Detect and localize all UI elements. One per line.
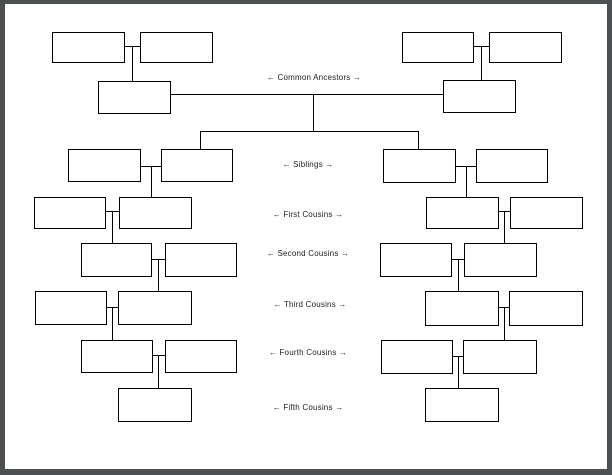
connector-line	[313, 94, 314, 131]
connector-line	[458, 259, 459, 291]
box-sibling-left-2	[161, 149, 233, 182]
connector-line	[458, 356, 459, 388]
connector-line	[504, 211, 505, 243]
box-fourth-cousin-left-2	[165, 340, 237, 373]
box-first-cousin-right-1	[426, 197, 499, 229]
box-sibling-right-2	[476, 149, 548, 183]
label-fifth-cousins: ← Fifth Cousins →	[272, 403, 344, 412]
box-sibling-left-1	[68, 149, 141, 182]
box-second-cousin-left-2	[165, 243, 237, 277]
box-sibling-right-1	[383, 149, 456, 183]
label-third-cousins: ← Third Cousins →	[273, 300, 347, 309]
box-first-cousin-left-1	[34, 197, 106, 229]
box-first-cousin-right-2	[510, 197, 583, 229]
connector-line	[158, 355, 159, 388]
box-fourth-cousin-left-1	[81, 340, 153, 373]
box-right-ancestor-2	[489, 32, 562, 63]
connector-line	[171, 94, 443, 95]
connector-line	[153, 355, 165, 356]
label-siblings: ← Siblings →	[282, 160, 334, 169]
connector-line	[200, 131, 201, 150]
box-right-ancestor-1	[402, 32, 474, 63]
box-first-cousin-left-2	[119, 197, 192, 229]
connector-line	[158, 259, 159, 291]
connector-line	[151, 166, 152, 197]
box-right-parent	[443, 80, 516, 113]
connector-line	[200, 131, 419, 132]
box-fifth-cousin-right	[425, 388, 499, 422]
connector-line	[132, 46, 133, 81]
label-first-cousins: ← First Cousins →	[272, 210, 344, 219]
label-fourth-cousins: ← Fourth Cousins →	[268, 348, 348, 357]
label-common-ancestors: ← Common Ancestors →	[266, 73, 362, 82]
box-fourth-cousin-right-2	[463, 340, 537, 374]
connector-line	[466, 166, 467, 197]
box-third-cousin-left-1	[35, 291, 107, 325]
connector-line	[504, 307, 505, 340]
box-left-ancestor-1	[52, 32, 125, 63]
box-third-cousin-right-2	[509, 291, 583, 326]
box-third-cousin-left-2	[118, 291, 192, 325]
box-fifth-cousin-left	[118, 388, 192, 422]
connector-line	[481, 46, 482, 81]
box-third-cousin-right-1	[425, 291, 499, 326]
connector-line	[112, 307, 113, 340]
box-second-cousin-right-1	[380, 243, 452, 277]
box-second-cousin-right-2	[464, 243, 537, 277]
box-fourth-cousin-right-1	[381, 340, 453, 374]
connector-line	[418, 131, 419, 150]
label-second-cousins: ← Second Cousins →	[266, 249, 350, 258]
box-left-parent	[98, 81, 171, 114]
box-left-ancestor-2	[140, 32, 213, 63]
box-second-cousin-left-1	[81, 243, 152, 277]
connector-line	[112, 211, 113, 243]
